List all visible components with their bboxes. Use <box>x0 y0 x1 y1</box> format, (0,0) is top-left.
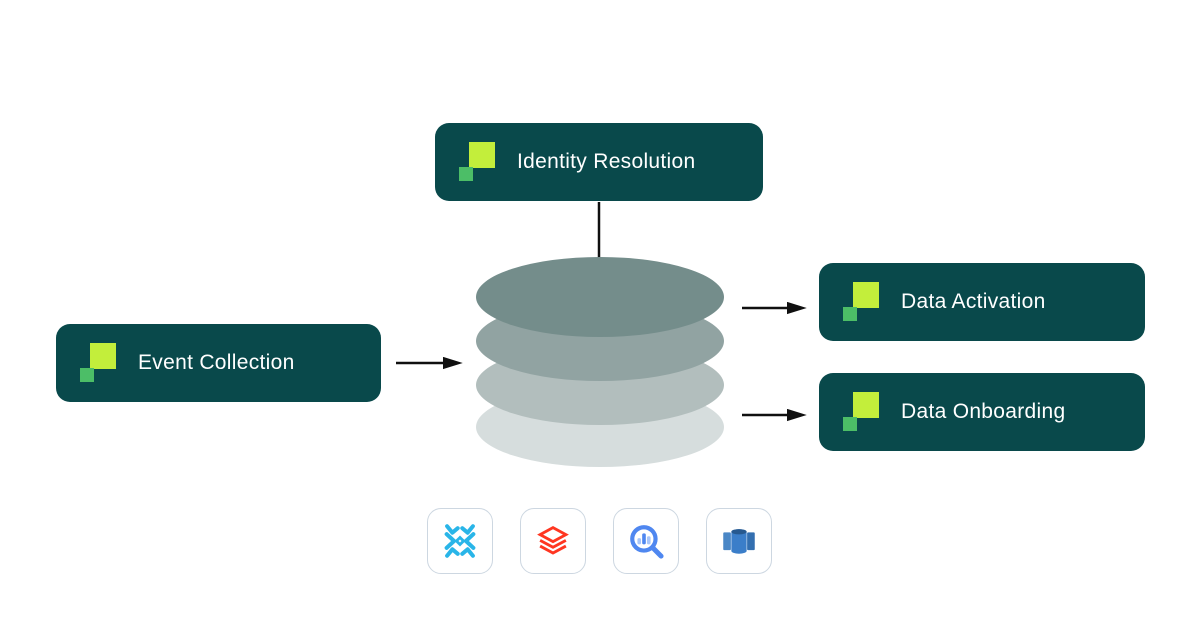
integration-bigquery <box>613 508 679 574</box>
node-data-onboarding: Data Onboarding <box>819 373 1145 451</box>
node-identity-resolution: Identity Resolution <box>435 123 763 201</box>
node-label: Event Collection <box>138 351 295 374</box>
integration-snowflake <box>427 508 493 574</box>
node-label: Identity Resolution <box>517 150 696 173</box>
node-label: Data Activation <box>901 290 1046 313</box>
node-data-activation: Data Activation <box>819 263 1145 341</box>
brand-logo-icon <box>843 392 879 432</box>
bigquery-icon <box>630 525 664 559</box>
node-event-collection: Event Collection <box>56 324 381 402</box>
node-label: Data Onboarding <box>901 400 1066 423</box>
stack-layer-1 <box>476 257 724 337</box>
brand-logo-icon <box>459 142 495 182</box>
brand-logo-icon <box>843 282 879 322</box>
brand-logo-icon <box>80 343 116 383</box>
integration-redshift <box>706 508 772 574</box>
databricks-icon <box>537 526 569 555</box>
integration-databricks <box>520 508 586 574</box>
snowflake-icon <box>444 524 476 558</box>
redshift-icon <box>723 529 755 554</box>
integrations-row <box>427 508 772 574</box>
